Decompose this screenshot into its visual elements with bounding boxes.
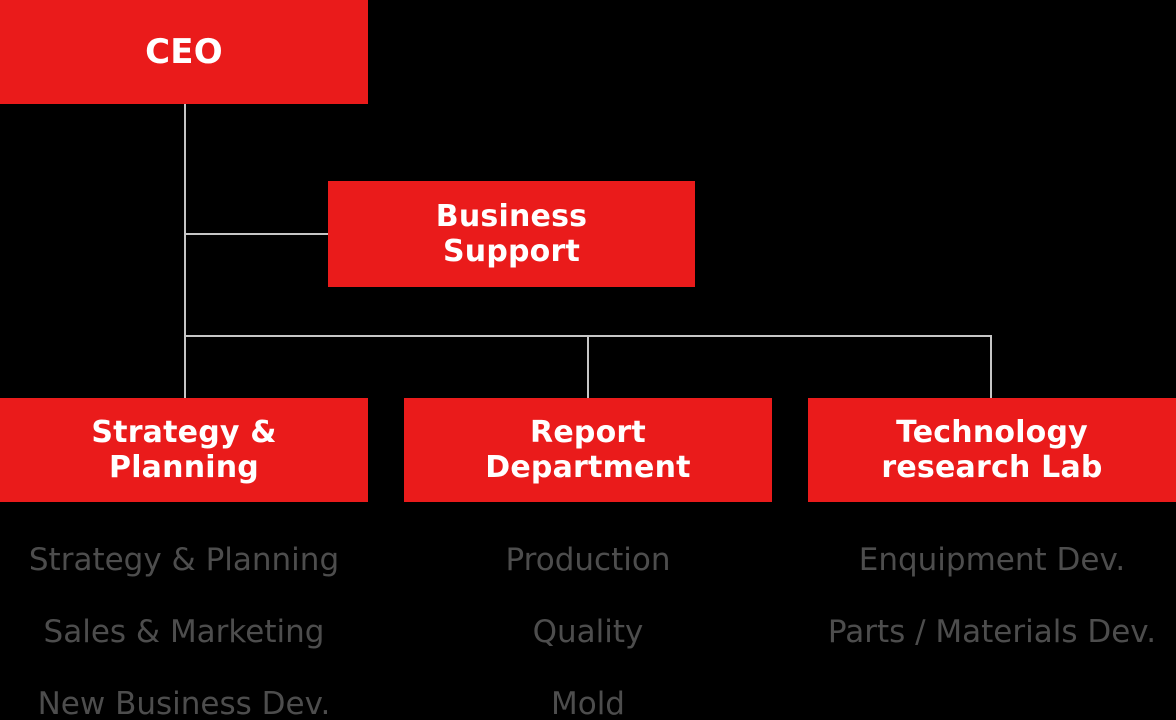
list-item[interactable]: New Business Dev. — [37, 686, 331, 720]
list-item[interactable]: Enquipment Dev. — [858, 542, 1126, 578]
node-business-support-label: Business Support — [435, 198, 588, 269]
node-report-department[interactable]: Report Department — [404, 398, 772, 502]
list-item[interactable]: Strategy & Planning — [28, 542, 340, 578]
node-business-support[interactable]: Business Support — [328, 181, 695, 287]
list-item[interactable]: Sales & Marketing — [43, 614, 325, 650]
connector-drop-strategy — [184, 335, 186, 398]
list-item[interactable]: Parts / Materials Dev. — [827, 614, 1157, 650]
connector-drop-techlab — [990, 335, 992, 398]
node-strategy-planning[interactable]: Strategy & Planning — [0, 398, 368, 502]
connector-drop-report — [587, 335, 589, 398]
node-strategy-planning-label: Strategy & Planning — [91, 414, 277, 485]
list-item — [808, 668, 1176, 720]
list-item[interactable]: Production — [505, 542, 671, 578]
list-item[interactable]: Mold — [550, 686, 625, 720]
list-item[interactable]: Quality — [532, 614, 644, 650]
connector-to-business-support — [184, 233, 330, 235]
node-ceo-label: CEO — [145, 31, 223, 72]
subitem-column-techlab: Enquipment Dev. Parts / Materials Dev. — [808, 524, 1176, 720]
node-ceo[interactable]: CEO — [0, 0, 368, 104]
node-technology-research-lab-label: Technology research Lab — [881, 414, 1103, 485]
subitem-column-report: Production Quality Mold — [404, 524, 772, 720]
node-technology-research-lab[interactable]: Technology research Lab — [808, 398, 1176, 502]
node-report-department-label: Report Department — [485, 414, 691, 485]
subitem-column-strategy: Strategy & Planning Sales & Marketing Ne… — [0, 524, 368, 720]
connector-ceo-trunk — [184, 104, 186, 337]
